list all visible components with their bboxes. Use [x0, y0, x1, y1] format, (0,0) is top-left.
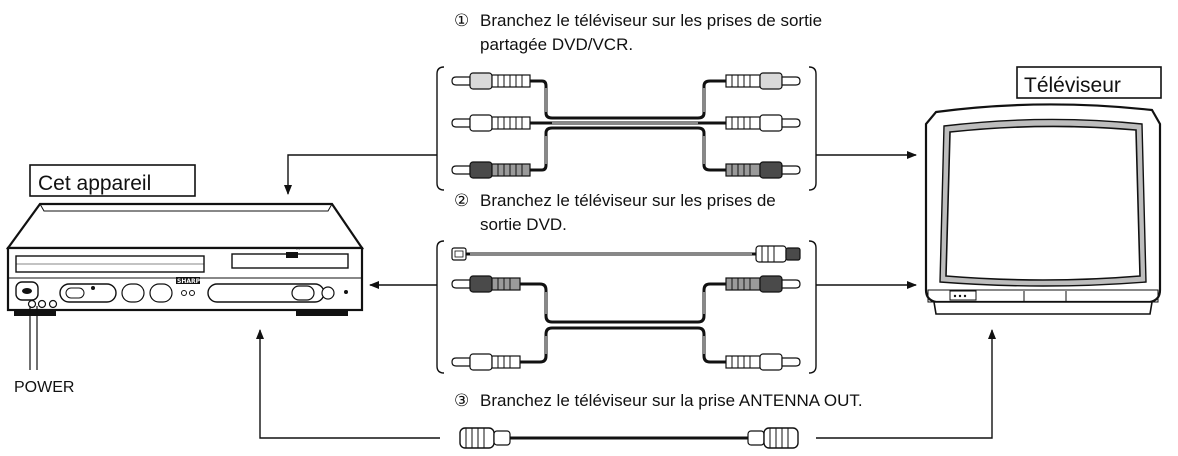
device-brand: SHARP [177, 278, 201, 285]
dvd-vcr-device: ▪▪▪ SHARP [5, 202, 365, 316]
svideo-plugs [451, 245, 801, 263]
step-1-number: ① [454, 11, 469, 31]
plugs-right-group-2 [725, 275, 801, 371]
step-3-line-1: Branchez le téléviseur sur la prise ANTE… [480, 391, 863, 410]
step-1-line-2: partagée DVD/VCR. [480, 35, 633, 54]
television [924, 103, 1162, 315]
bracket-group-2 [436, 240, 817, 374]
bracket-group-1 [436, 66, 817, 191]
plugs-left-group-2 [451, 275, 521, 371]
tv-label-text: Téléviseur [1024, 74, 1121, 97]
antenna-coax-cable [459, 427, 799, 449]
step-2-caption: ② Branchez le téléviseur sur les prises … [454, 191, 776, 234]
power-label: POWER [14, 379, 74, 396]
av-cable-set-1 [530, 79, 726, 172]
step-1-caption: ① Branchez le téléviseur sur les prises … [454, 11, 822, 54]
step-2-number: ② [454, 191, 469, 211]
step-2-line-1: Branchez le téléviseur sur les prises de [480, 191, 776, 210]
plugs-right-group-1 [725, 72, 801, 179]
device-label: Cet appareil [29, 164, 196, 197]
step-2-line-2: sortie DVD. [480, 215, 567, 234]
step-1-line-1: Branchez le téléviseur sur les prises de… [480, 11, 822, 30]
step-3-caption: ③ Branchez le téléviseur sur la prise AN… [454, 391, 863, 411]
device-label-text: Cet appareil [38, 172, 151, 195]
step-3-number: ③ [454, 391, 469, 411]
av-cable-set-2 [466, 252, 756, 364]
tv-label: Téléviseur [1016, 66, 1162, 99]
plugs-left-group-1 [451, 72, 531, 179]
svg-text:▪▪▪: ▪▪▪ [296, 246, 301, 251]
connection-arrows [256, 151, 996, 439]
